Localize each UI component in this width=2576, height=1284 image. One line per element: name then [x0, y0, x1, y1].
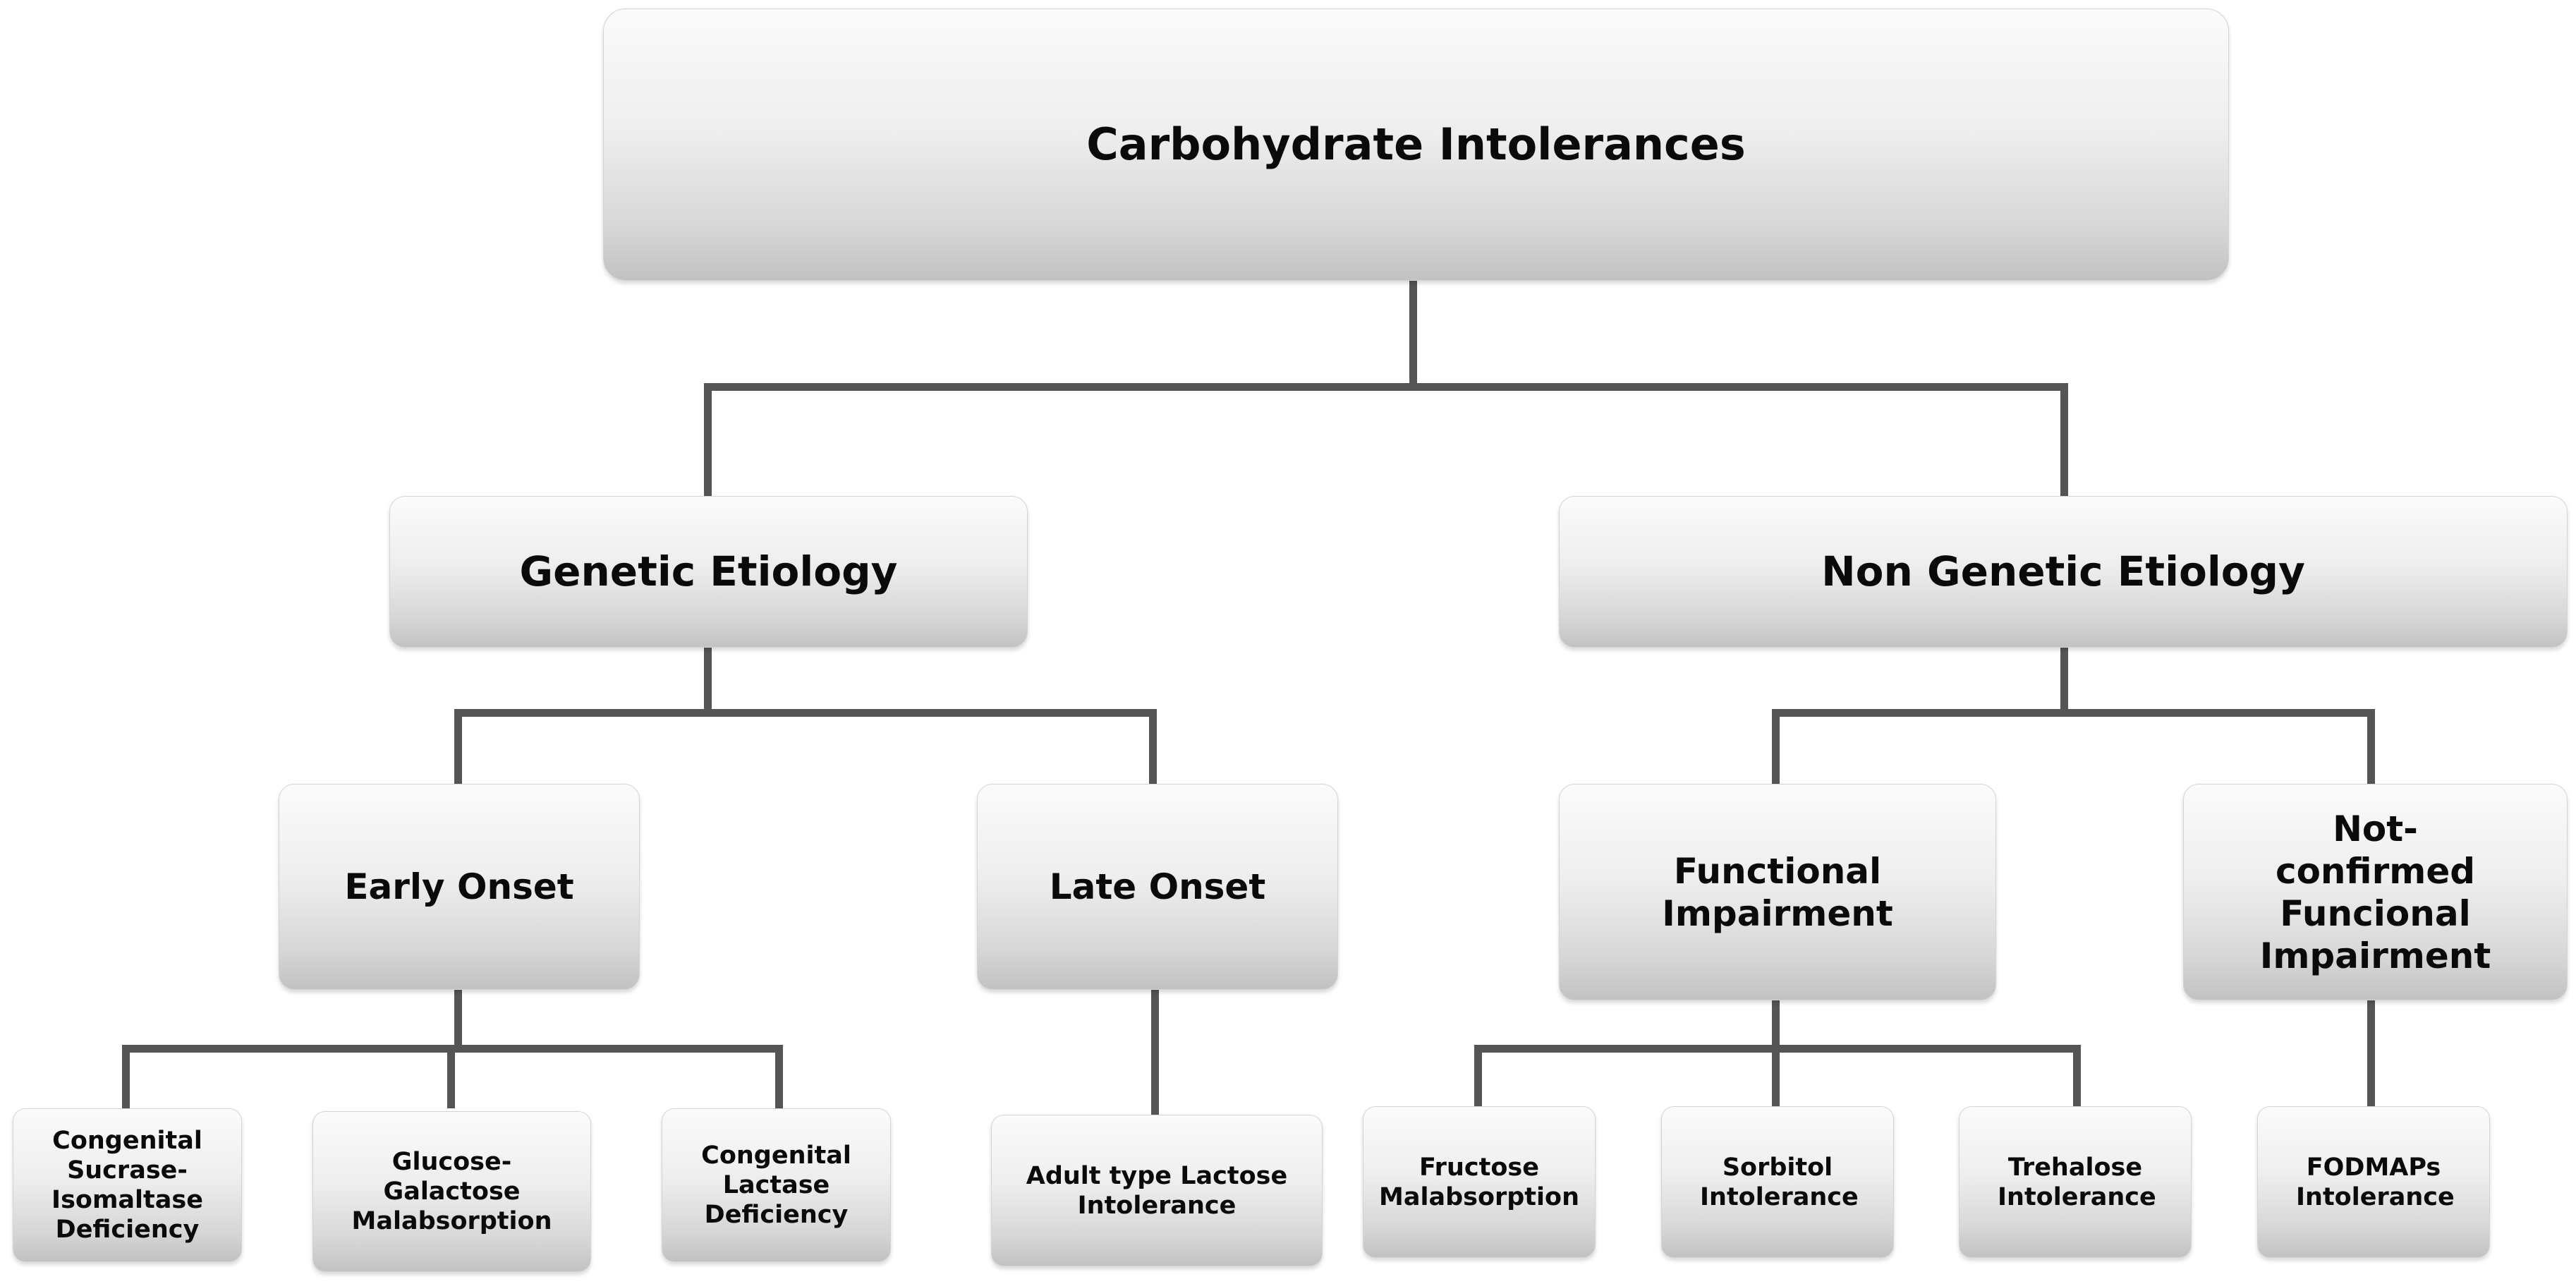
connector	[1772, 1045, 1780, 1108]
root-node-label: Carbohydrate Intolerances	[1086, 118, 1746, 170]
leaf-node: Trehalose Intolerance	[1959, 1106, 2192, 1258]
leaf-label: FODMAPs Intolerance	[2296, 1153, 2455, 1211]
non-genetic-etiology-label: Non Genetic Etiology	[1821, 547, 2305, 595]
late-onset-label: Late Onset	[1049, 866, 1266, 907]
leaf-node: Glucose-Galactose Malabsorption	[312, 1111, 591, 1272]
root-node: Carbohydrate Intolerances	[603, 8, 2229, 281]
connector	[1409, 281, 1417, 388]
connector	[454, 709, 462, 784]
connector	[2073, 1045, 2081, 1108]
connector	[2060, 383, 2068, 496]
not-confirmed-impairment-node: Not-confirmed Funcional Impairment	[2183, 784, 2568, 1000]
leaf-node: Adult type Lactose Intolerance	[991, 1115, 1323, 1266]
leaf-label: Trehalose Intolerance	[1998, 1153, 2156, 1211]
genetic-etiology-label: Genetic Etiology	[519, 547, 898, 595]
connector	[1772, 1000, 1780, 1053]
connector	[454, 709, 1157, 717]
early-onset-node: Early Onset	[279, 784, 640, 990]
connector	[1772, 709, 1780, 784]
leaf-node: FODMAPs Intolerance	[2257, 1106, 2490, 1258]
leaf-node: Congenital Lactase Deficiency	[662, 1108, 891, 1262]
not-confirmed-impairment-label: Not-confirmed Funcional Impairment	[2259, 808, 2491, 976]
connector	[1149, 709, 1157, 784]
connector	[704, 383, 2068, 391]
leaf-node: Congenital Sucrase-Isomaltase Deficiency	[13, 1108, 242, 1262]
non-genetic-etiology-node: Non Genetic Etiology	[1559, 496, 2568, 648]
connector	[122, 1045, 130, 1108]
connector	[454, 990, 462, 1053]
leaf-label: Congenital Lactase Deficiency	[701, 1141, 851, 1229]
connector	[1772, 709, 2375, 717]
connector	[704, 383, 712, 496]
leaf-node: Sorbitol Intolerance	[1661, 1106, 1894, 1258]
leaf-label: Congenital Sucrase-Isomaltase Deficiency	[51, 1127, 203, 1244]
leaf-label: Glucose-Galactose Malabsorption	[351, 1148, 552, 1235]
connector	[2060, 648, 2068, 715]
late-onset-node: Late Onset	[977, 784, 1338, 990]
leaf-label: Sorbitol Intolerance	[1700, 1153, 1859, 1211]
connector	[704, 648, 712, 715]
connector	[2367, 1000, 2375, 1108]
connector	[1151, 990, 1159, 1115]
genetic-etiology-node: Genetic Etiology	[389, 496, 1028, 648]
connector	[1474, 1045, 1482, 1108]
functional-impairment-node: Functional Impairment	[1559, 784, 1996, 1000]
connector	[775, 1045, 783, 1108]
connector	[2367, 709, 2375, 784]
early-onset-label: Early Onset	[344, 866, 574, 907]
leaf-label: Fructose Malabsorption	[1379, 1153, 1579, 1211]
leaf-node: Fructose Malabsorption	[1363, 1106, 1596, 1258]
leaf-label: Adult type Lactose Intolerance	[1026, 1161, 1288, 1220]
functional-impairment-label: Functional Impairment	[1662, 850, 1893, 934]
connector	[447, 1045, 455, 1108]
